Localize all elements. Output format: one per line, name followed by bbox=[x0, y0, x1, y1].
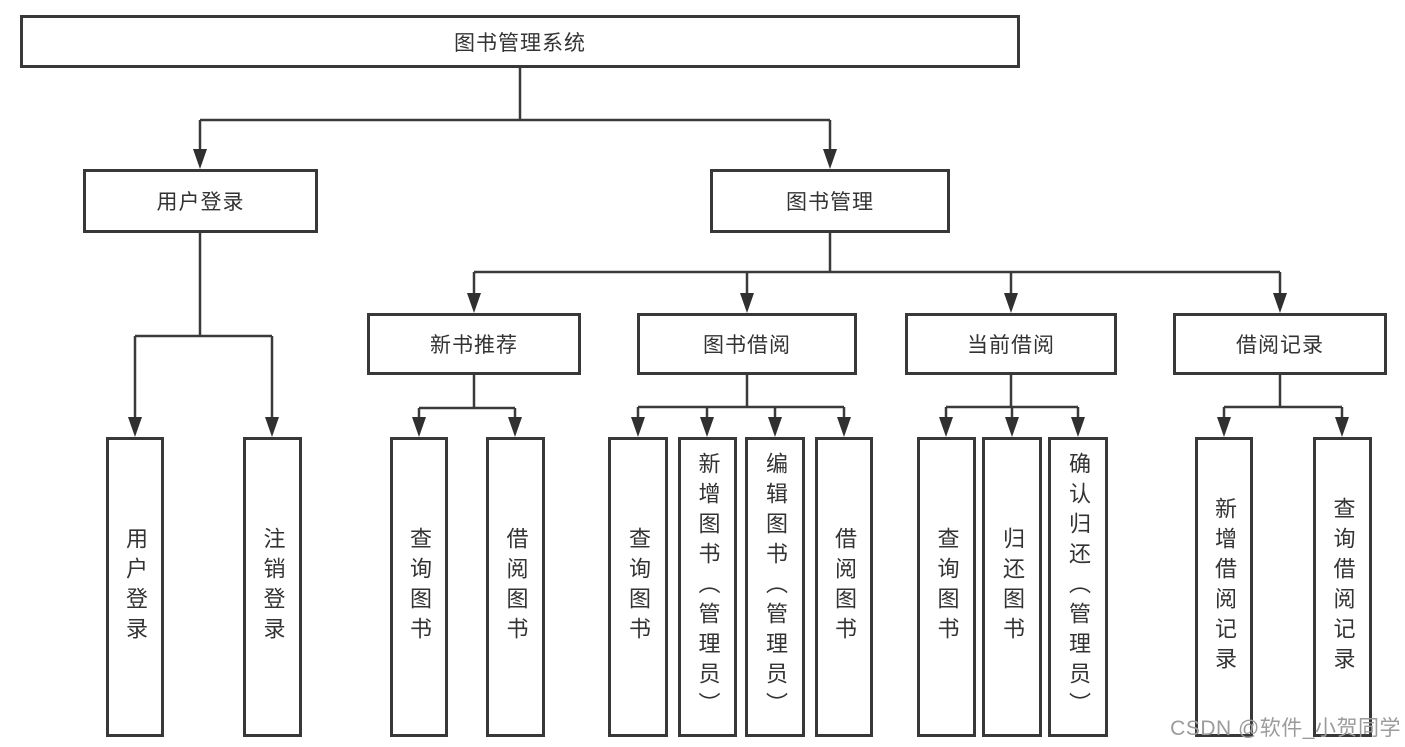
node-user-login: 用户登录 bbox=[83, 169, 318, 233]
leaf-add-books-admin: 新增图书（管理员） bbox=[678, 437, 737, 737]
node-book-management: 图书管理 bbox=[710, 169, 950, 233]
leaf-label: 用户登录 bbox=[123, 527, 148, 647]
leaf-label: 借阅图书 bbox=[832, 527, 857, 647]
leaf-edit-books-admin: 编辑图书（管理员） bbox=[745, 437, 805, 737]
leaf-return-books: 归还图书 bbox=[982, 437, 1042, 737]
leaf-query-borrow-record: 查询借阅记录 bbox=[1313, 437, 1372, 737]
leaf-label: 确认归还（管理员） bbox=[1066, 452, 1091, 722]
leaf-query-books-borrow: 查询图书 bbox=[608, 437, 668, 737]
connector-book-borrow-children bbox=[631, 375, 851, 437]
leaf-label: 归还图书 bbox=[1000, 527, 1025, 647]
leaf-label: 编辑图书（管理员） bbox=[763, 452, 788, 722]
leaf-borrow-books: 借阅图书 bbox=[815, 437, 873, 737]
node-new-book-recommendation: 新书推荐 bbox=[367, 313, 581, 375]
node-root: 图书管理系统 bbox=[20, 15, 1020, 68]
leaf-label: 新增借阅记录 bbox=[1212, 497, 1237, 677]
leaf-label: 注销登录 bbox=[260, 527, 286, 647]
connector-borrow-records-children bbox=[1217, 375, 1349, 437]
connector-new-book-children bbox=[412, 375, 522, 437]
node-book-borrowing: 图书借阅 bbox=[637, 313, 857, 375]
node-borrowing-records: 借阅记录 bbox=[1173, 313, 1387, 375]
leaf-query-books-recommend: 查询图书 bbox=[390, 437, 448, 737]
leaf-label: 新增图书（管理员） bbox=[695, 452, 721, 722]
leaf-label: 查询借阅记录 bbox=[1330, 497, 1356, 677]
leaf-label: 借阅图书 bbox=[503, 527, 529, 647]
node-current-borrowing: 当前借阅 bbox=[905, 313, 1117, 375]
connector-current-borrow-children bbox=[939, 375, 1085, 437]
leaf-label: 查询图书 bbox=[626, 527, 651, 647]
leaf-confirm-return-admin: 确认归还（管理员） bbox=[1048, 437, 1108, 737]
leaf-logout: 注销登录 bbox=[243, 437, 302, 737]
leaf-label: 查询图书 bbox=[934, 527, 960, 647]
leaf-query-books-current: 查询图书 bbox=[917, 437, 976, 737]
watermark: CSDN @软件_小贺同学 bbox=[1170, 717, 1401, 740]
connector-root-to-level2 bbox=[193, 68, 837, 169]
leaf-add-borrow-record: 新增借阅记录 bbox=[1195, 437, 1253, 737]
leaf-label: 查询图书 bbox=[407, 527, 432, 647]
leaf-borrow-books-recommend: 借阅图书 bbox=[486, 437, 545, 737]
leaf-user-login: 用户登录 bbox=[106, 437, 164, 737]
connector-user-login-children bbox=[128, 233, 279, 437]
connector-book-management-children bbox=[467, 233, 1287, 313]
